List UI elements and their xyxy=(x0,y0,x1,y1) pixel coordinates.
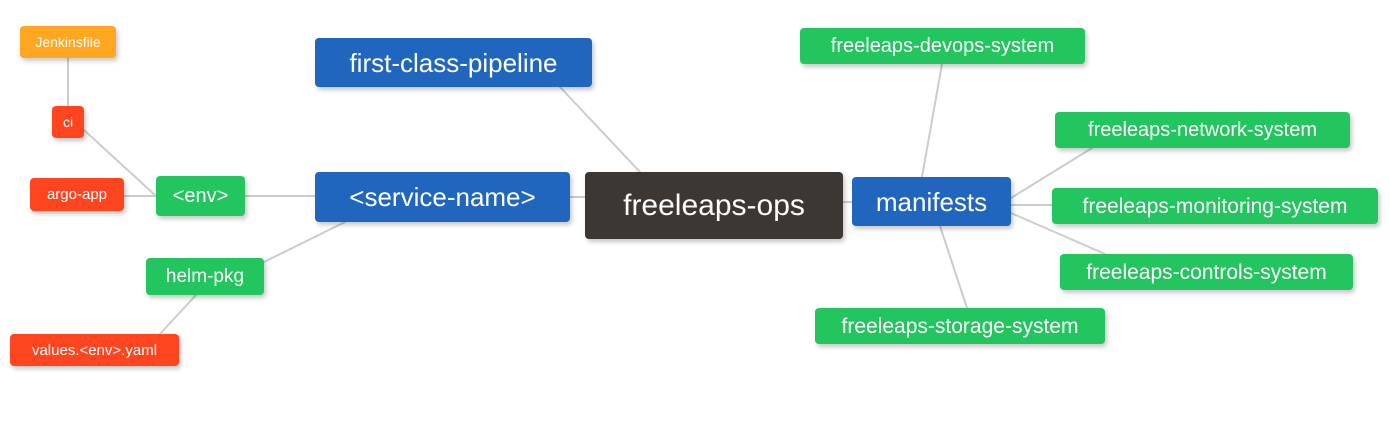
node-label-service-name: <service-name> xyxy=(349,182,536,212)
node-label-devops-system: freeleaps-devops-system xyxy=(830,35,1055,57)
node-label-env: <env> xyxy=(172,185,229,207)
edge-first-class-pipeline-to-freeleaps-ops xyxy=(559,86,641,173)
node-freeleaps-ops[interactable]: freeleaps-ops xyxy=(585,172,843,239)
node-label-monitoring-system: freeleaps-monitoring-system xyxy=(1082,194,1348,218)
node-network-system[interactable]: freeleaps-network-system xyxy=(1055,112,1350,148)
node-values-yaml[interactable]: values.<env>.yaml xyxy=(10,334,179,366)
node-label-helm-pkg: helm-pkg xyxy=(165,266,245,287)
node-label-first-class-pipeline: first-class-pipeline xyxy=(349,47,558,78)
node-label-network-system: freeleaps-network-system xyxy=(1088,119,1317,141)
edge-manifests-to-devops-system xyxy=(921,63,943,178)
node-label-values-yaml: values.<env>.yaml xyxy=(31,341,158,359)
edge-manifests-to-storage-system xyxy=(939,225,968,309)
node-env[interactable]: <env> xyxy=(156,176,245,216)
node-label-controls-system: freeleaps-controls-system xyxy=(1086,260,1327,284)
node-label-argo-app: argo-app xyxy=(46,186,108,203)
node-ci[interactable]: ci xyxy=(52,106,84,138)
node-label-storage-system: freeleaps-storage-system xyxy=(841,314,1079,338)
node-manifests[interactable]: manifests xyxy=(852,177,1011,226)
node-helm-pkg[interactable]: helm-pkg xyxy=(146,258,264,295)
node-label-freeleaps-ops: freeleaps-ops xyxy=(623,188,805,222)
node-controls-system[interactable]: freeleaps-controls-system xyxy=(1060,254,1353,290)
edge-helm-pkg-to-service-name xyxy=(263,221,346,263)
node-service-name[interactable]: <service-name> xyxy=(315,172,570,222)
node-label-jenkinsfile: Jenkinsfile xyxy=(35,34,101,50)
node-storage-system[interactable]: freeleaps-storage-system xyxy=(815,308,1105,344)
node-argo-app[interactable]: argo-app xyxy=(30,178,124,211)
node-monitoring-system[interactable]: freeleaps-monitoring-system xyxy=(1052,188,1378,224)
node-first-class-pipeline[interactable]: first-class-pipeline xyxy=(315,38,592,87)
node-label-ci: ci xyxy=(62,114,74,130)
node-jenkinsfile[interactable]: Jenkinsfile xyxy=(20,26,116,58)
node-label-manifests: manifests xyxy=(875,186,988,217)
edge-values-yaml-to-helm-pkg xyxy=(159,294,197,335)
node-devops-system[interactable]: freeleaps-devops-system xyxy=(800,28,1085,64)
